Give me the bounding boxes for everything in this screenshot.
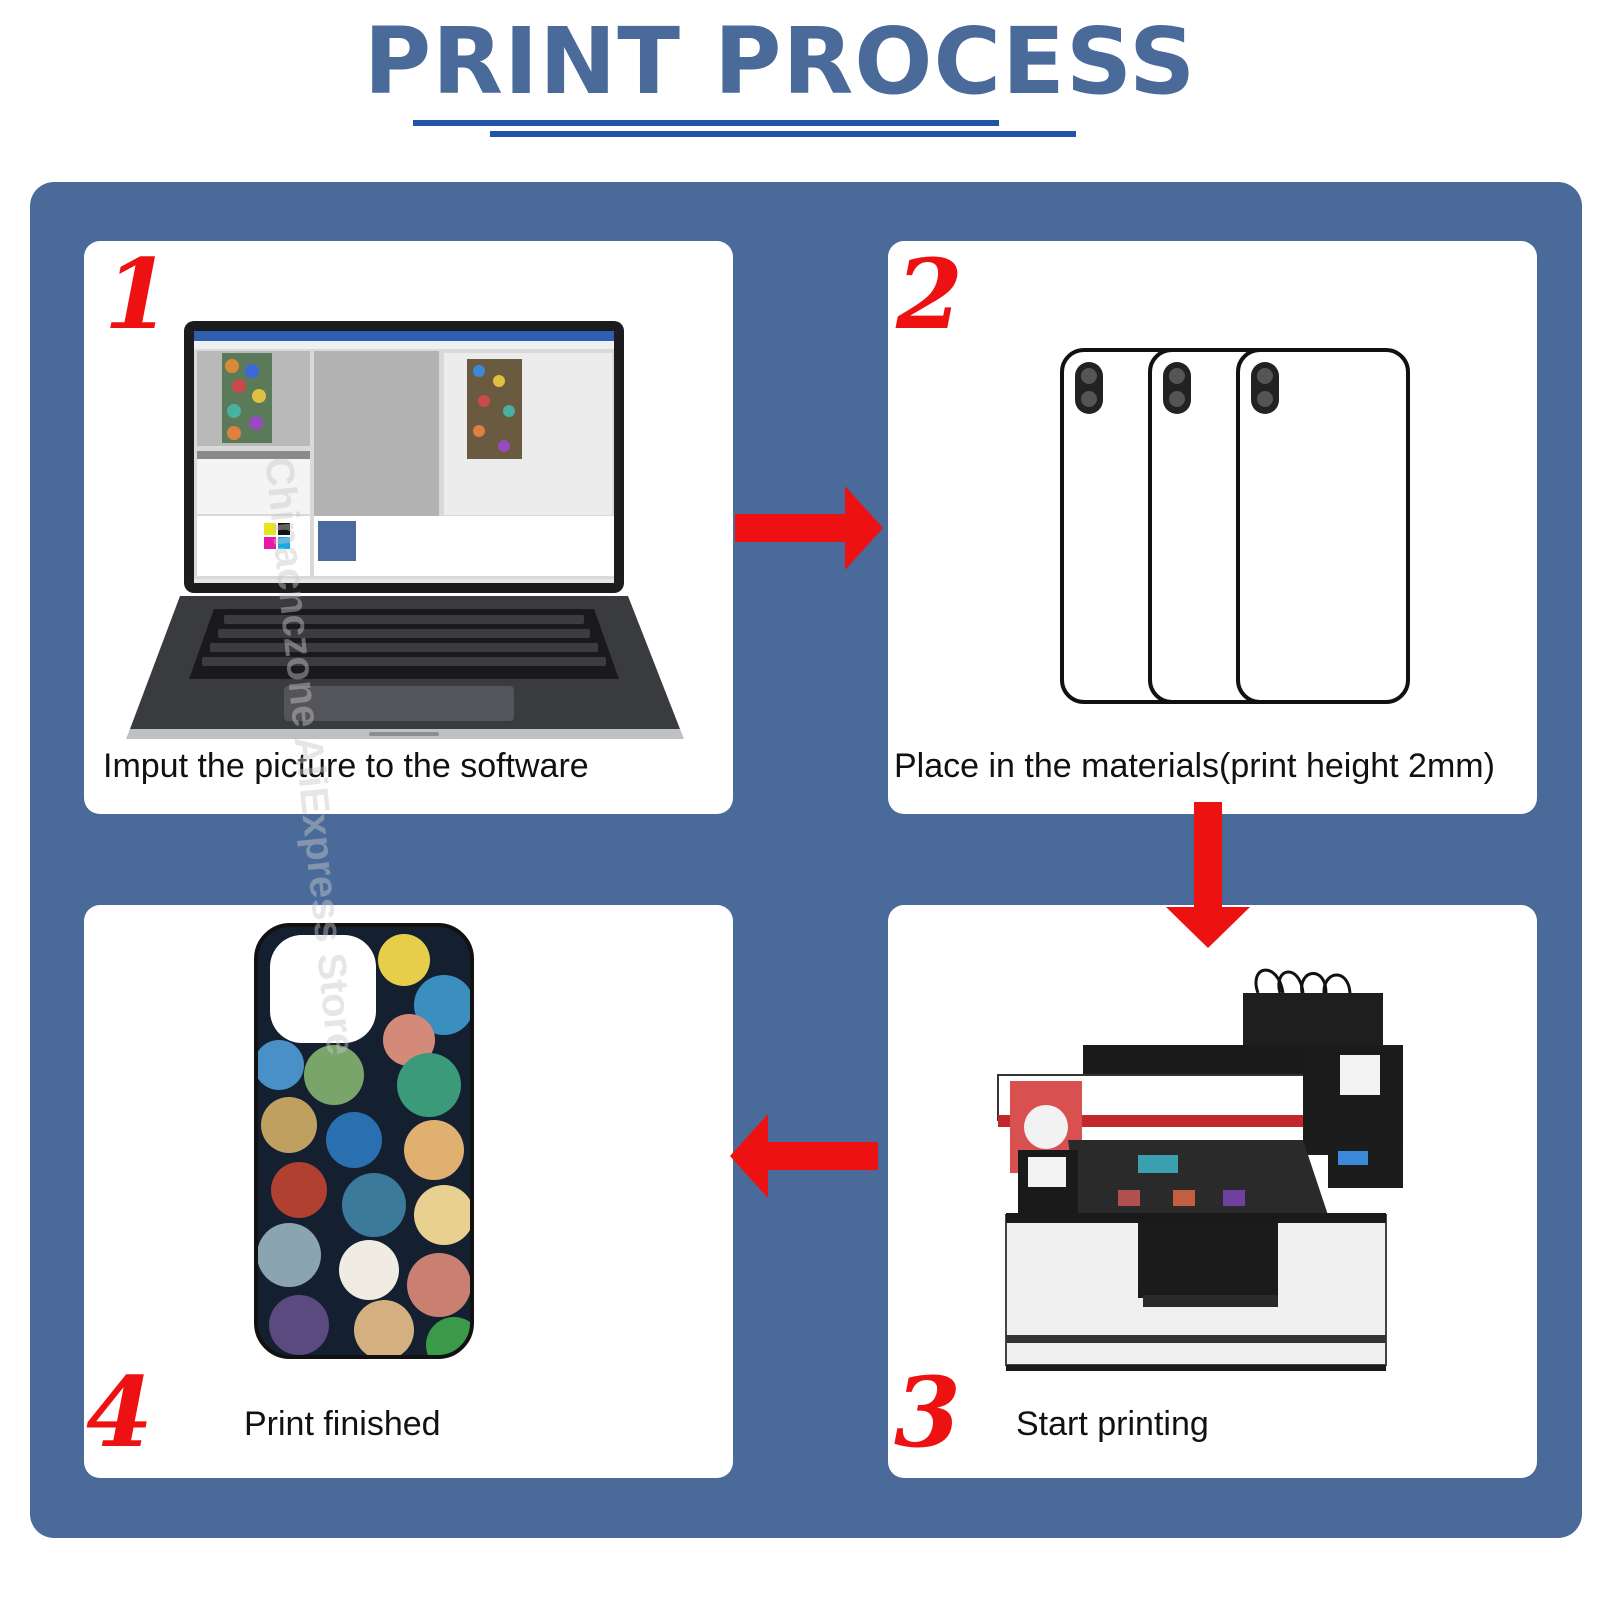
step-2-number: 2: [896, 241, 963, 351]
step-3-panel: 3 Start printing: [888, 905, 1537, 1478]
step-2-panel: 2 Place in the materials(print height 2m…: [888, 241, 1537, 814]
title-underline-bottom: [490, 131, 1076, 137]
step-3-number: 3: [894, 1356, 961, 1469]
step-3-caption: Start printing: [1016, 1405, 1209, 1443]
phone-cases-image: [1060, 348, 1410, 704]
title-underline-top: [413, 120, 999, 126]
step-1-number: 1: [104, 241, 171, 351]
arrow-right-icon: [735, 486, 883, 570]
step-1-caption: Imput the picture to the software: [103, 747, 589, 785]
step-1-panel: 1: [84, 241, 733, 814]
printed-phone-case-image: [254, 923, 474, 1359]
step-4-caption: Print finished: [244, 1405, 441, 1443]
laptop-image: [126, 321, 684, 739]
arrow-down-icon: [1166, 802, 1250, 948]
step-4-number: 4: [86, 1356, 153, 1469]
printer-image: [997, 968, 1403, 1371]
page-title: PRINT PROCESS: [363, 8, 1197, 115]
arrow-left-icon: [730, 1114, 878, 1198]
step-4-panel: 4 Print finished: [84, 905, 733, 1478]
step-2-caption: Place in the materials(print height 2mm): [894, 747, 1495, 785]
